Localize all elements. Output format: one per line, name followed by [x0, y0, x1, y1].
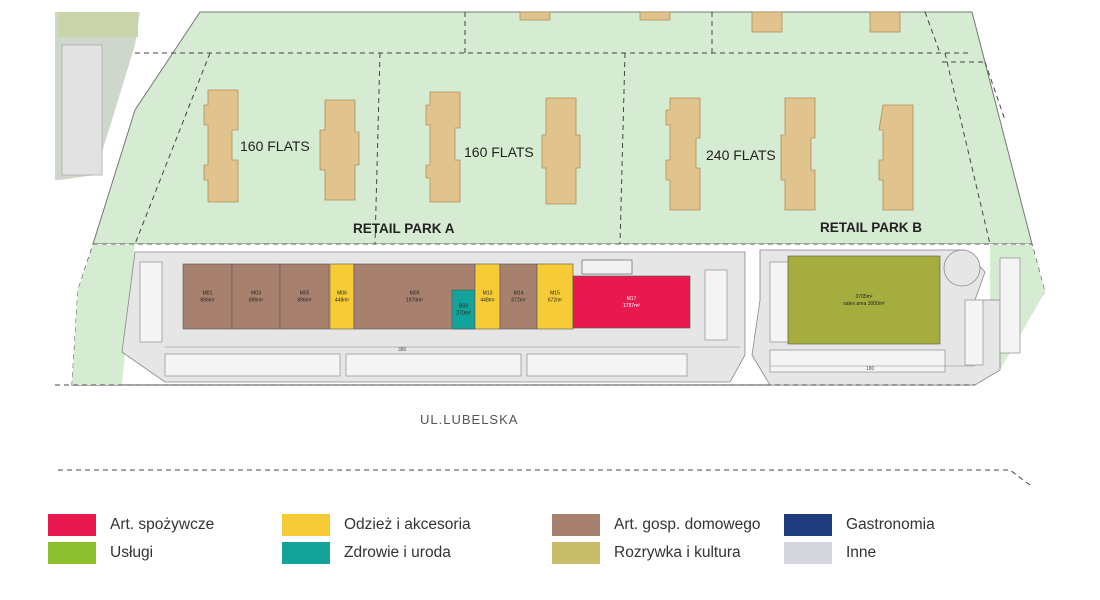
roundabout [943, 249, 981, 287]
retail-unit [231, 263, 281, 330]
retail-unit-area: 270m² [456, 311, 471, 317]
flats-label-2: 160 FLATS [464, 144, 534, 160]
parking-rows-northwest [61, 44, 103, 176]
street-name: UL.LUBELSKA [420, 412, 518, 427]
retail-park-b-label: RETAIL PARK B [820, 220, 922, 235]
retail-park-a-label: RETAIL PARK A [353, 221, 455, 236]
street-boundary-south [58, 469, 1031, 486]
legend-label: Usługi [110, 544, 154, 561]
legend-swatch [784, 514, 832, 536]
residential-buildings [203, 89, 914, 211]
legend-swatch [48, 514, 96, 536]
retail-unit-area: 896m² [297, 298, 312, 304]
trees-northwest [58, 12, 138, 37]
retail-unit-code: M09 [410, 291, 420, 297]
legend-item: Zdrowie i uroda [282, 540, 451, 566]
retail-unit-area: 896m² [200, 298, 215, 304]
parking-rows [139, 257, 1021, 377]
dimension-label-a: 380 [398, 347, 407, 353]
legend-item: Rozrywka i kultura [552, 540, 741, 566]
legend-label: Inne [846, 544, 877, 561]
retail-unit-area: 896m² [249, 298, 264, 304]
legend-label: Art. gosp. domowego [614, 516, 761, 533]
legend-swatch [48, 542, 96, 564]
legend-swatch [282, 514, 330, 536]
retail-unit [329, 263, 355, 330]
buildings-top-row [519, 11, 901, 33]
retail-unit [182, 263, 233, 330]
retail-unit-code: M17 [627, 296, 637, 302]
retail-unit [451, 289, 476, 330]
green-corner-west [72, 245, 135, 385]
retail-unit [536, 263, 574, 330]
retail-unit-area: 448m² [480, 298, 495, 304]
retail-unit-area: 1787m² [623, 303, 640, 309]
retail-unit [787, 255, 941, 345]
retail-unit-code: M03 [251, 291, 261, 297]
legend-label: Zdrowie i uroda [344, 544, 451, 561]
dimension-label-b: 180 [866, 366, 875, 372]
legend-swatch [282, 542, 330, 564]
retail-unit-code: M15 [550, 291, 560, 297]
retail-unit-code: 3705m² [856, 294, 873, 300]
retail-unit-area: 1970m² [406, 298, 423, 304]
legend-swatch [552, 514, 600, 536]
retail-unit [572, 275, 691, 329]
legend-item: Gastronomia [784, 512, 935, 538]
retail-unit [499, 263, 538, 330]
retail-unit-code: M14 [514, 291, 524, 297]
plot-boundaries [134, 11, 1006, 245]
legend-item: Inne [784, 540, 876, 566]
retail-unit-area: 448m² [335, 298, 350, 304]
retail-unit-area: 672m² [511, 298, 526, 304]
retail-unit-code: M13 [483, 291, 493, 297]
legend-item: Art. gosp. domowego [552, 512, 760, 538]
legend-label: Art. spożywcze [110, 516, 215, 533]
retail-unit-code: M01 [203, 291, 213, 297]
legend-label: Gastronomia [846, 516, 935, 533]
retail-unit [474, 263, 501, 330]
legend-swatch [784, 542, 832, 564]
retail-unit-code: M06 [337, 291, 347, 297]
legend-label: Rozrywka i kultura [614, 544, 741, 561]
legend-label: Odzież i akcesoria [344, 516, 471, 533]
retail-units: M01896m²M03896m²M05896m²M06448m²M091970m… [182, 255, 941, 345]
legend-swatch [552, 542, 600, 564]
flats-label-3: 240 FLATS [706, 147, 776, 163]
legend-item: Odzież i akcesoria [282, 512, 471, 538]
retail-unit-code: B03 [459, 304, 468, 310]
retail-unit-area: sales area 3000m² [843, 301, 885, 307]
retail-unit-area: 672m² [548, 298, 563, 304]
legend-item: Usługi [48, 540, 153, 566]
retail-unit [279, 263, 330, 330]
retail-unit-code: M05 [300, 291, 310, 297]
service-yard [581, 259, 633, 275]
flats-label-1: 160 FLATS [240, 138, 310, 154]
legend-item: Art. spożywcze [48, 512, 214, 538]
